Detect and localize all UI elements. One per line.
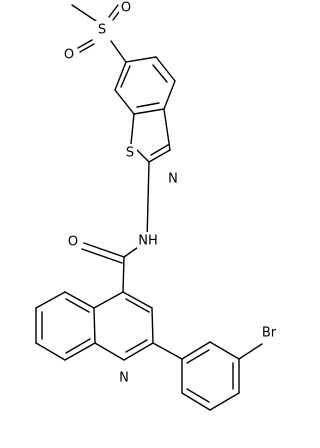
bond-c8a-c4a xyxy=(93,307,96,344)
bond-c6-c5 xyxy=(125,56,157,63)
quinoline-nitrogen-label: N xyxy=(119,371,129,386)
bond-c8-c8a-inner xyxy=(65,338,91,354)
amide-nh-label: NH xyxy=(138,234,158,249)
bond-c5-c6 xyxy=(35,291,66,309)
bromine-label: Br xyxy=(262,326,277,341)
bond-c4-c4-inner xyxy=(152,64,168,83)
bond-carbonyl-o-2 xyxy=(81,248,123,264)
bond-c3a-c7a-inner xyxy=(136,102,160,108)
bond-carbonyl-c4 xyxy=(122,256,125,293)
bond-c7a-s xyxy=(130,113,135,145)
bond-c7-c6-inner xyxy=(120,65,131,88)
bond-c4-c3a xyxy=(163,80,176,110)
bond-c7a-c7 xyxy=(114,89,135,115)
sulfonyl-oxygen-left-label: O xyxy=(64,48,74,63)
molecule-structure-diagram: S O O S N NH O N Br xyxy=(35,0,280,411)
bond-c3-c2 xyxy=(151,307,154,344)
bond-c4a-c5-inner xyxy=(65,298,90,313)
bond-ar1-ar2-inner xyxy=(186,349,210,364)
bond-c4a-c4 xyxy=(93,291,124,309)
bond-c2-n1-inner xyxy=(125,339,148,353)
bond-lines xyxy=(35,4,263,411)
bond-n1-c8a xyxy=(94,342,125,361)
bond-c2-aryl xyxy=(152,342,183,360)
bond-c2-n1 xyxy=(123,342,154,361)
bond-c2-n xyxy=(148,149,171,163)
bond-c4-c3 xyxy=(122,291,153,309)
bond-s-o-top-2 xyxy=(108,4,119,18)
bond-ar2-ar3 xyxy=(209,341,240,360)
bond-ar5-ar6-inner xyxy=(186,388,210,403)
bond-ar3-br xyxy=(238,343,263,360)
bond-c3a-c7a xyxy=(133,108,165,115)
atom-labels: S O O S N NH O N Br xyxy=(62,0,280,387)
bond-c4-c3-inner xyxy=(125,298,150,313)
bond-c7-c6 xyxy=(114,61,127,91)
bond-c2-n-inner xyxy=(150,144,169,156)
bond-ar5-ar6 xyxy=(181,392,211,411)
bond-carbonyl-o-1 xyxy=(83,242,125,258)
bond-methyl-s xyxy=(71,4,97,22)
bond-s-o-left-2 xyxy=(77,39,93,49)
sulfonyl-oxygen-top-label: O xyxy=(121,1,131,16)
thiazole-sulfur-label: S xyxy=(126,146,134,161)
bond-c4a-c5 xyxy=(64,291,95,309)
bond-ar1-ar2 xyxy=(181,341,211,360)
bond-c2-nh xyxy=(146,161,150,242)
bond-c7-c8 xyxy=(35,342,66,361)
amide-oxygen-label: O xyxy=(68,235,78,250)
bond-ar4-ar5 xyxy=(209,392,240,411)
bond-c5-c4 xyxy=(155,56,176,82)
bond-s-o-left-1 xyxy=(79,43,95,53)
bond-s-ring xyxy=(110,40,127,63)
bond-n-c3a xyxy=(163,108,171,151)
thiazole-nitrogen-label: N xyxy=(168,172,178,187)
bond-c8-c8a xyxy=(64,342,96,361)
methylsulfonyl-sulfur-label: S xyxy=(98,23,106,38)
